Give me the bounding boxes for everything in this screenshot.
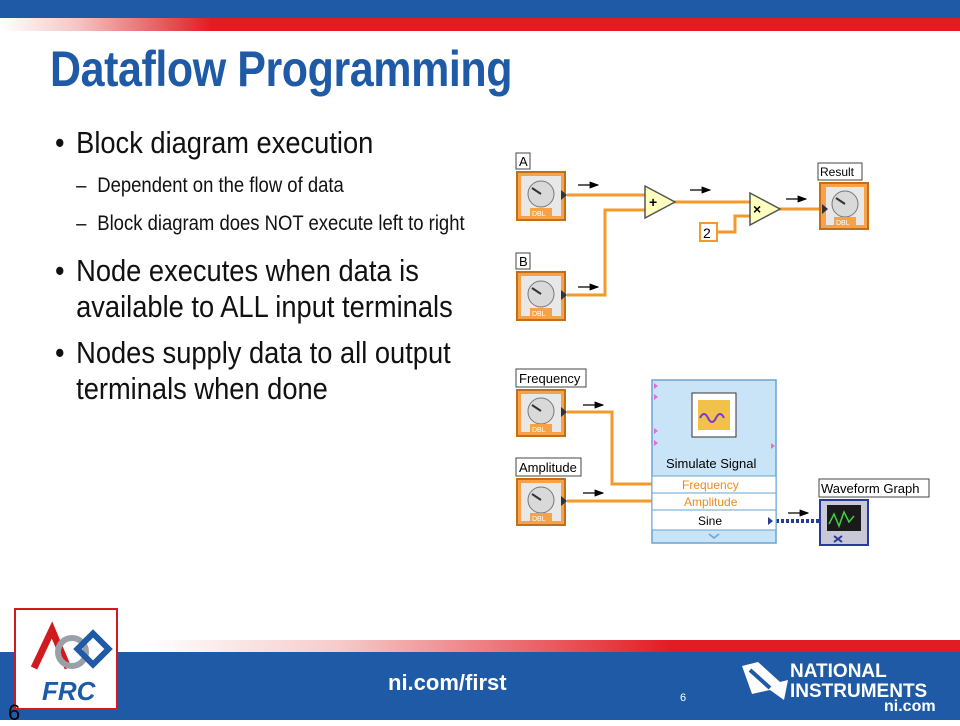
svg-text:DBL: DBL xyxy=(532,427,546,434)
knob-amplitude-icon: DBL xyxy=(516,478,567,526)
node-row-frequency: Frequency xyxy=(682,478,739,492)
label-result-box xyxy=(817,162,863,181)
bottom-arrows xyxy=(583,401,810,517)
top-wires xyxy=(567,193,822,297)
simulate-signal-node: Simulate Signal Frequency Amplitude Sine xyxy=(651,379,777,544)
label-amplitude-box xyxy=(515,457,582,477)
label-frequency-box xyxy=(515,368,587,388)
label-a-box xyxy=(515,152,531,170)
sub-bullet-1: Dependent on the flow of data xyxy=(55,171,467,201)
label-result: Result xyxy=(820,165,855,179)
result-indicator-icon: DBL xyxy=(819,182,869,230)
footer-url[interactable]: ni.com/first xyxy=(388,670,507,695)
top-arrows xyxy=(578,181,808,291)
svg-text:DBL: DBL xyxy=(532,311,546,318)
knob-frequency-icon: DBL xyxy=(516,389,567,437)
svg-text:DBL: DBL xyxy=(532,516,546,523)
knob-a-icon: DBL xyxy=(516,171,567,221)
label-a: A xyxy=(519,154,528,169)
sub-bullet-2: Block diagram does NOT execute left to r… xyxy=(55,209,467,239)
label-frequency: Frequency xyxy=(519,371,581,386)
bottom-wires xyxy=(567,410,652,503)
footer-red-band xyxy=(0,640,960,654)
frc-logo-icon: FRC xyxy=(30,621,113,706)
waveform-graph-icon xyxy=(819,499,869,546)
constant-box xyxy=(699,222,718,242)
corner-page-number: 6 xyxy=(8,700,21,725)
top-red-band xyxy=(0,18,960,31)
label-amplitude: Amplitude xyxy=(519,460,577,475)
frc-logo: FRC xyxy=(14,608,118,710)
multiply-node-icon: × xyxy=(749,191,782,227)
label-waveform-box xyxy=(818,478,930,498)
constant-value: 2 xyxy=(703,225,711,241)
svg-text:DBL: DBL xyxy=(836,220,850,227)
footer-blue-band xyxy=(0,652,960,720)
label-b-box xyxy=(515,252,531,270)
node-row-sine: Sine xyxy=(698,514,722,528)
svg-text:+: + xyxy=(649,194,657,210)
node-row-amplitude: Amplitude xyxy=(684,495,738,509)
top-blue-band xyxy=(0,0,960,20)
label-waveform-graph: Waveform Graph xyxy=(821,481,920,496)
label-b: B xyxy=(519,254,528,269)
knob-b-icon: DBL xyxy=(516,271,567,321)
ni-logo-text: NATIONAL INSTRUMENTS xyxy=(790,661,928,702)
add-node-icon: + xyxy=(644,184,677,220)
slide-title: Dataflow Programming xyxy=(50,41,513,97)
block-diagram: A DBL B DBL + xyxy=(515,152,930,546)
svg-text:DBL: DBL xyxy=(532,211,546,218)
bullet-3: Nodes supply data to all output terminal… xyxy=(55,335,490,407)
bullet-2: Node executes when data is available to … xyxy=(55,253,490,325)
svg-text:FRC: FRC xyxy=(42,676,97,706)
page-number: 6 xyxy=(680,692,687,704)
svg-text:×: × xyxy=(753,201,761,217)
simulate-signal-title: Simulate Signal xyxy=(666,456,756,471)
bullet-1: Block diagram execution xyxy=(55,125,490,161)
ni-logo-suffix: ni.com xyxy=(884,698,936,715)
bullet-list: Block diagram execution Dependent on the… xyxy=(55,125,485,417)
ni-eagle-logo-icon xyxy=(742,662,788,700)
